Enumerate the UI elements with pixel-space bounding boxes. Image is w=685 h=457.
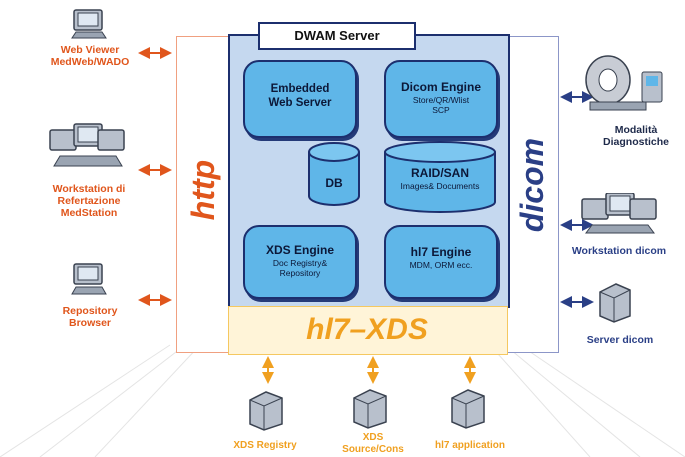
http-panel	[176, 36, 232, 353]
repository-browser-label: Repository Browser	[62, 305, 118, 329]
db-cylinder	[308, 142, 360, 206]
server-dicom-label: Server dicom	[586, 334, 654, 346]
embedded-web-server-title: Embedded Web Server	[268, 83, 332, 109]
raid-title: RAID/SAN	[410, 166, 469, 180]
computer-icon	[71, 9, 107, 39]
web-viewer-label: Web Viewer MedWeb/WADO	[50, 44, 130, 68]
workstation-icon	[49, 123, 125, 167]
workstation-refertazione-label: Workstation di Refertazione MedStation	[52, 183, 126, 219]
xds-engine-box: XDS Engine Doc Registry& Repository	[243, 225, 357, 299]
dwam-server-title: DWAM Server	[258, 22, 416, 50]
workstation-dicom-label: Workstation dicom	[571, 245, 667, 257]
hl7-application-label: hl7 application	[434, 440, 505, 451]
server-icon	[451, 389, 485, 429]
xds-registry-label: XDS Registry	[233, 440, 297, 451]
server-icon	[353, 389, 387, 429]
embedded-web-server-box: Embedded Web Server	[243, 60, 357, 138]
modalita-diagnostiche-label: Modalità Diagnostiche	[603, 124, 669, 148]
modality-icon	[585, 55, 663, 111]
xds-engine-subtitle: Doc Registry& Repository	[272, 258, 328, 278]
dicom-engine-box: Dicom Engine Store/QR/Wlist SCP	[384, 60, 498, 138]
hl7-xds-band	[228, 306, 508, 355]
xds-source-cons-label: XDS Source/Cons	[342, 432, 404, 455]
hl7-engine-box: hl7 Engine MDM, ORM ecc.	[384, 225, 498, 299]
server-icon	[249, 391, 283, 431]
dicom-engine-subtitle: Store/QR/Wlist SCP	[412, 95, 470, 115]
dicom-engine-title: Dicom Engine	[400, 80, 481, 94]
hl7-xds-label: hl7–XDS	[306, 313, 428, 346]
server-icon	[599, 283, 631, 323]
hl7-engine-title: hl7 Engine	[410, 245, 472, 259]
xds-engine-title: XDS Engine	[265, 243, 334, 257]
db-label: DB	[325, 176, 343, 190]
computer-icon	[71, 263, 107, 295]
raid-subtitle: Images& Documents	[400, 181, 480, 191]
hl7-engine-subtitle: MDM, ORM ecc.	[409, 260, 473, 270]
dicom-panel	[507, 36, 559, 353]
workstation-icon	[581, 193, 657, 234]
raid-cylinder	[384, 141, 496, 213]
